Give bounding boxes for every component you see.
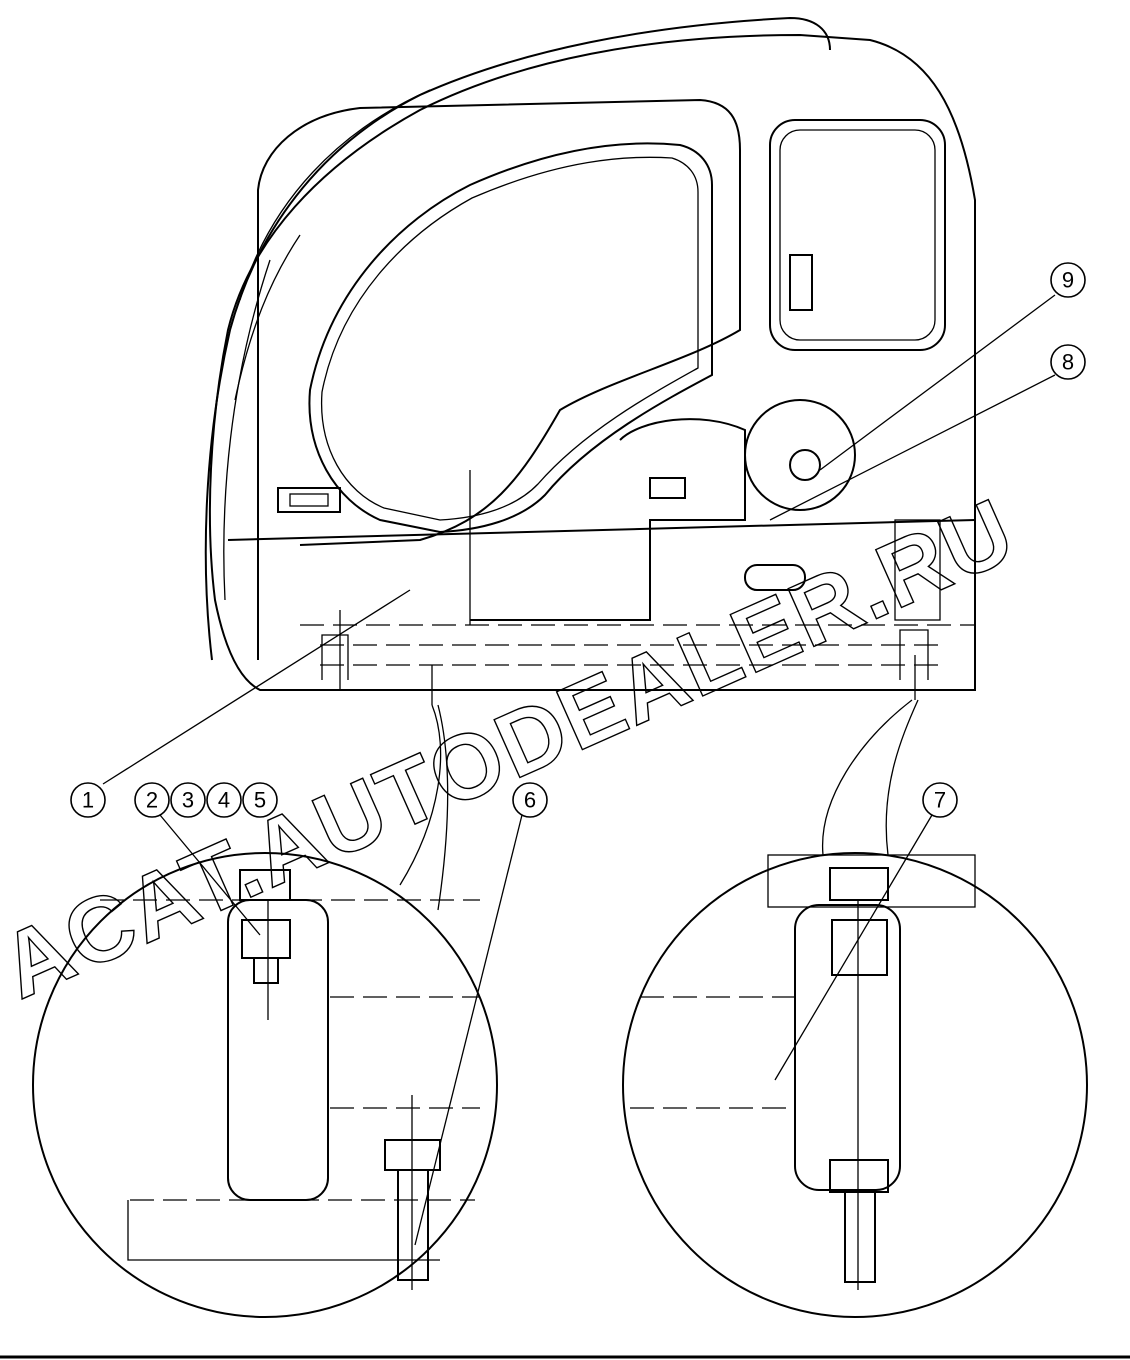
right-lower-bolt	[844, 1191, 876, 1283]
leaders	[102, 294, 1056, 1246]
rear-column	[894, 519, 941, 621]
detail-circle-right	[622, 852, 1088, 1318]
svg-text:1: 1	[82, 788, 94, 813]
door-wiper-strip	[234, 234, 301, 401]
leader-8	[769, 374, 1056, 521]
door-handle-inner	[289, 493, 329, 507]
detail-circle-left	[32, 852, 498, 1318]
door-window-inner	[320, 156, 699, 521]
callout-6: 6	[512, 782, 548, 818]
detail-leader-left-b	[437, 704, 449, 911]
svg-text:6: 6	[524, 788, 536, 813]
right-u-bracket	[794, 904, 901, 1191]
cab-body	[204, 16, 976, 705]
callout-9: 9	[1050, 262, 1086, 298]
door-lock	[649, 477, 686, 499]
callout-4: 4	[206, 782, 242, 818]
left-bolt-shank	[253, 957, 279, 984]
detail-right	[622, 699, 1088, 1318]
side-step	[470, 418, 746, 621]
leader-2-5	[159, 814, 261, 936]
rear-window	[769, 119, 946, 351]
leader-1	[102, 589, 411, 785]
door-handle	[277, 487, 341, 513]
detail-leader-left-a	[399, 704, 442, 886]
left-bracket	[321, 634, 349, 680]
detail-left	[32, 704, 498, 1318]
callout-1: 1	[70, 782, 106, 818]
leader-6	[414, 814, 523, 1246]
callout-2: 2	[134, 782, 170, 818]
front-pillar	[223, 259, 271, 601]
cab-outer-outline	[208, 33, 976, 691]
rear-latch	[789, 254, 813, 311]
door-frame	[257, 98, 741, 660]
hinge-disc	[744, 399, 856, 511]
step-slot	[744, 564, 806, 591]
left-lower-bolt	[397, 1169, 429, 1281]
callout-3: 3	[170, 782, 206, 818]
rear-window-inner	[779, 129, 936, 341]
detail-leader-right-a	[821, 699, 913, 856]
left-rail	[127, 1200, 440, 1261]
watermark: ACAT.AUTODEALER.RU	[0, 479, 1029, 1018]
right-top-plate	[767, 854, 976, 908]
svg-text:4: 4	[218, 788, 230, 813]
svg-text:5: 5	[254, 788, 266, 813]
right-bolt-head	[829, 867, 889, 901]
right-bracket	[899, 629, 929, 680]
leader-7	[774, 814, 933, 1081]
door-window	[308, 142, 713, 534]
svg-text:9: 9	[1062, 268, 1074, 293]
leader-9	[819, 294, 1056, 471]
left-nut	[241, 919, 291, 959]
detail-leader-right-b	[885, 699, 919, 856]
left-crosshair	[267, 900, 413, 1290]
callout-8: 8	[1050, 344, 1086, 380]
svg-text:8: 8	[1062, 350, 1074, 375]
cab-roof-rail	[204, 16, 831, 661]
lower-panel-line	[227, 519, 976, 541]
svg-text:7: 7	[934, 788, 946, 813]
svg-text:2: 2	[146, 788, 158, 813]
right-lower-bolt-head	[829, 1159, 889, 1193]
hinge-pin	[789, 449, 821, 481]
svg-text:3: 3	[182, 788, 194, 813]
callout-5: 5	[242, 782, 278, 818]
callout-7: 7	[922, 782, 958, 818]
right-nut	[831, 919, 888, 976]
